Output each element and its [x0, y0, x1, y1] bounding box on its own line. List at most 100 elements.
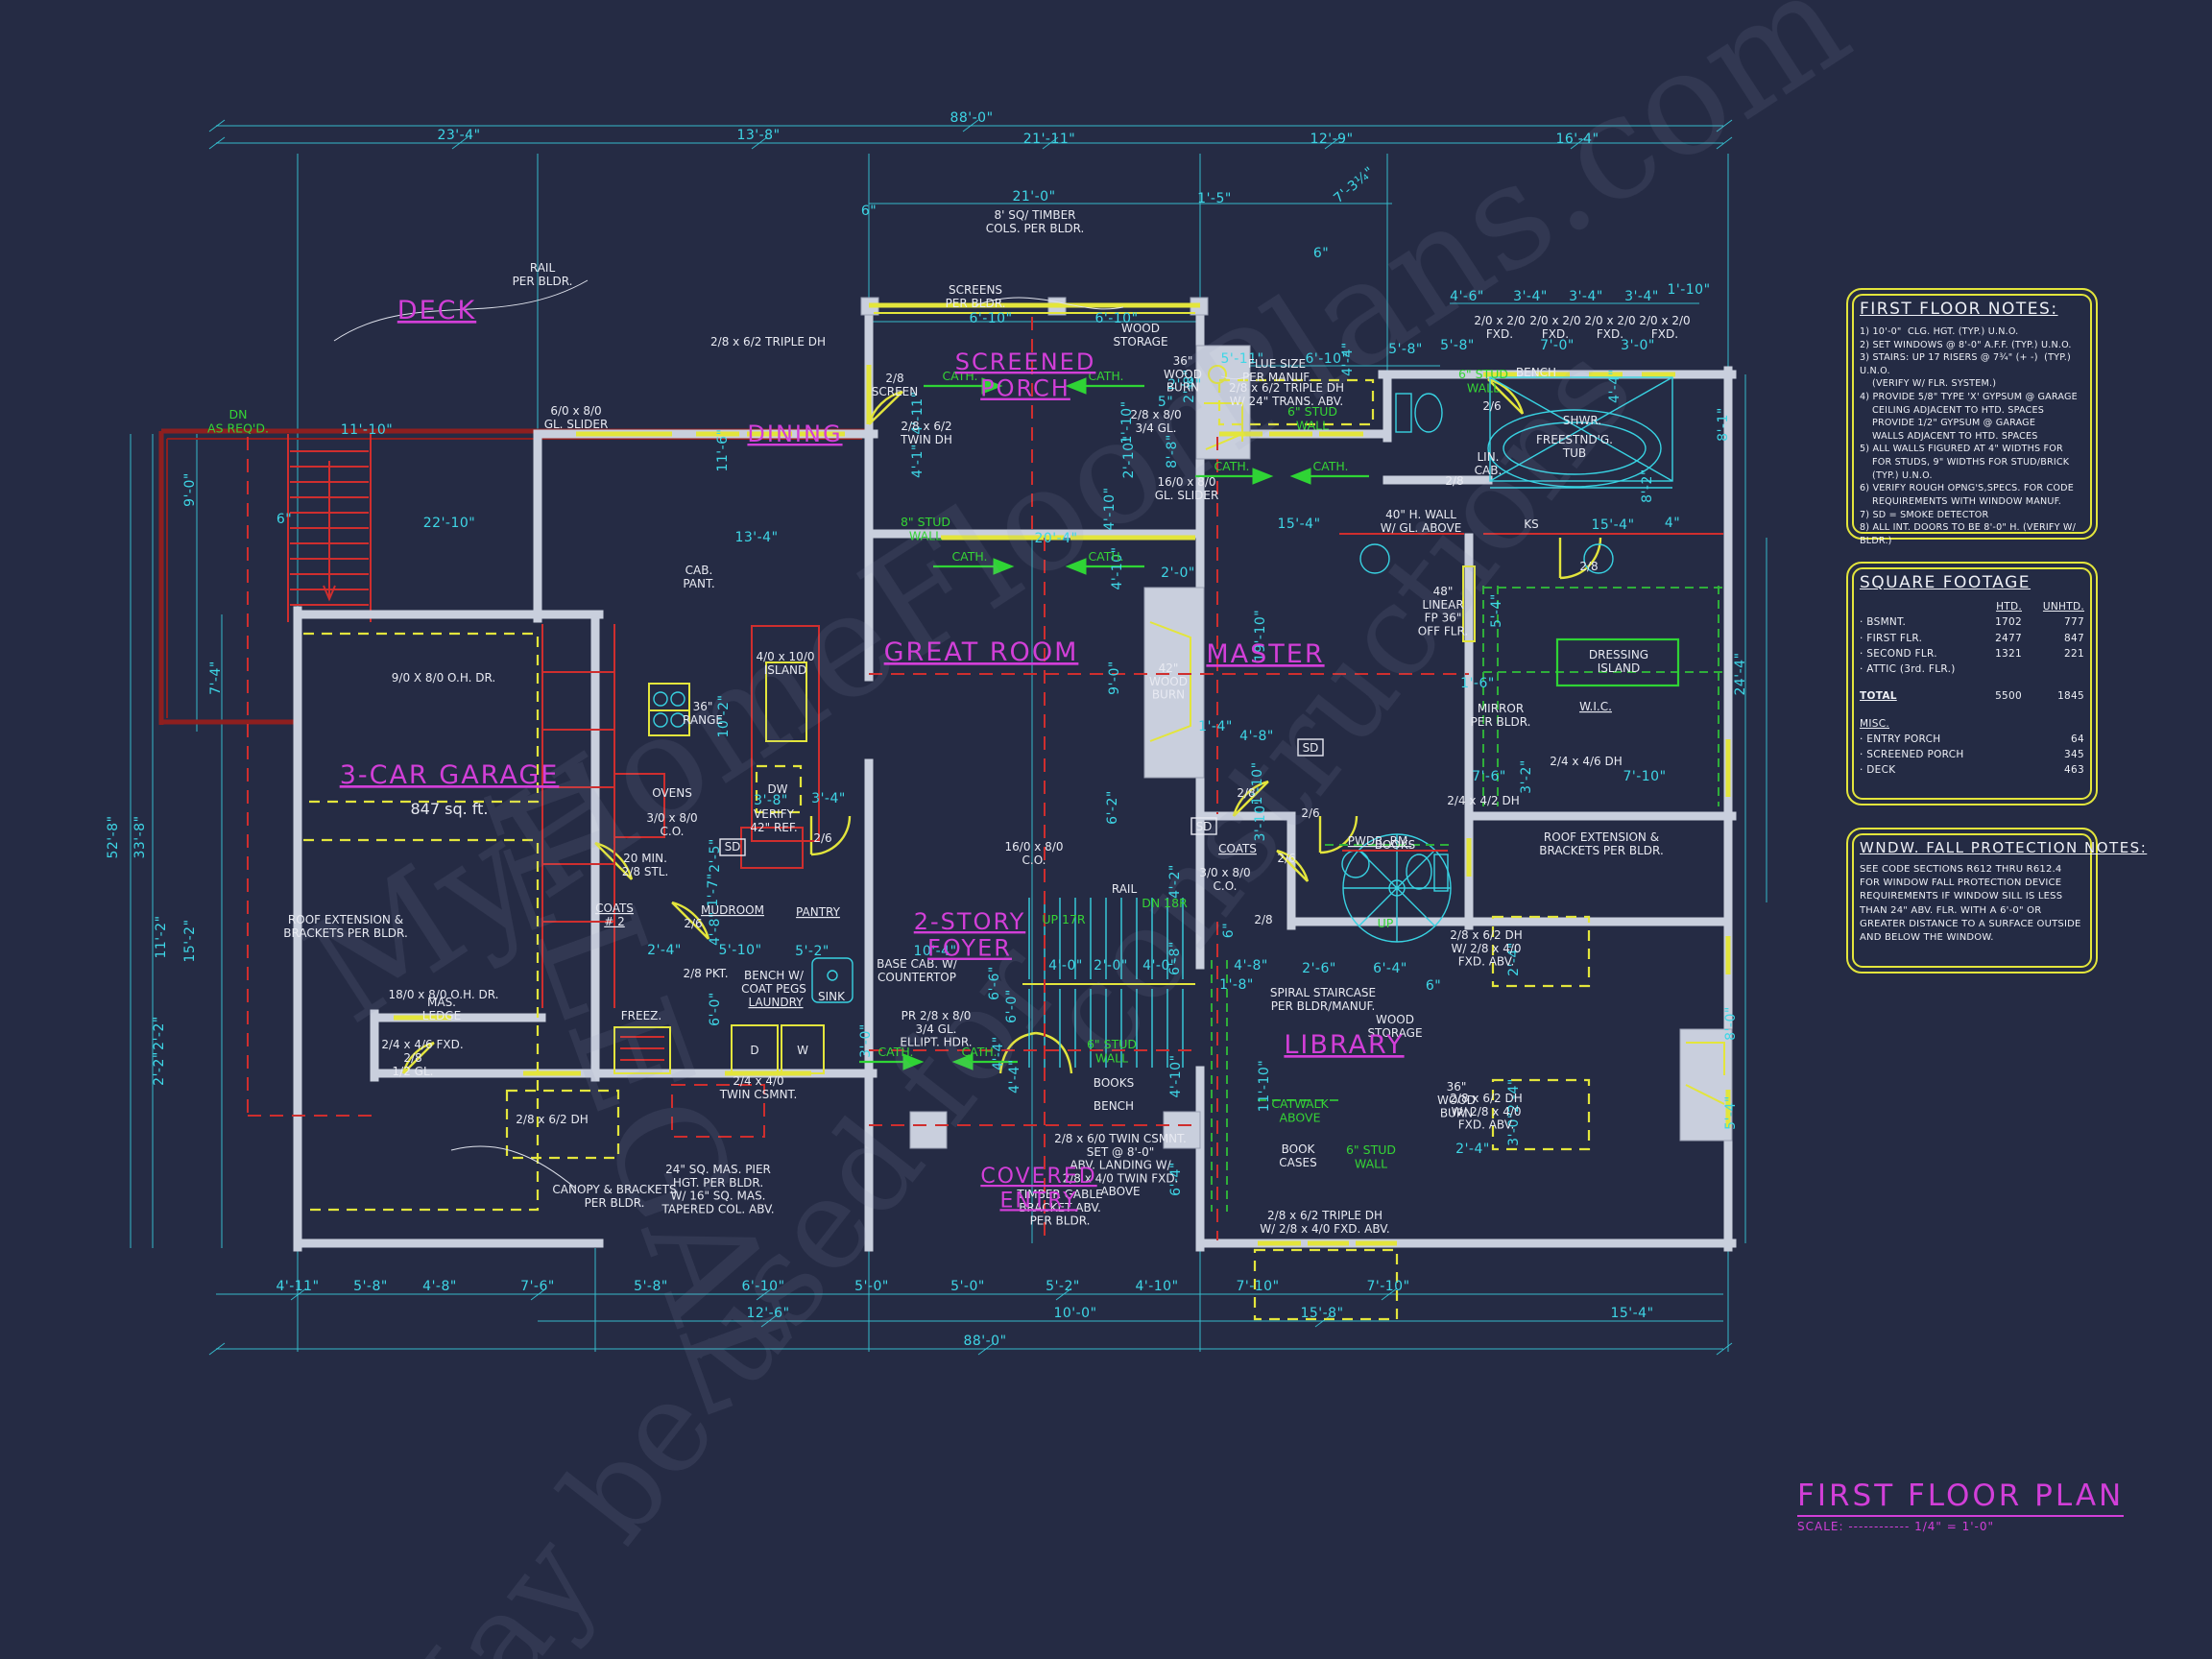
annotation-label: 2/8 x 6/2 TRIPLE DH — [710, 335, 826, 349]
window-fall-protection-body: SEE CODE SECTIONS R612 THRU R612.4 FOR W… — [1860, 864, 2084, 943]
dimension-label: 4'-8" — [1239, 729, 1274, 744]
annotation-label: PANTRY — [796, 905, 841, 919]
dimension-label: 3'-4" — [1624, 289, 1659, 304]
dimension-lines — [130, 119, 1767, 1356]
dimension-label: 22'-10" — [423, 516, 475, 531]
note-line: 4) PROVIDE 5/8" TYPE 'X' GYPSUM @ GARAGE — [1860, 392, 2078, 403]
dimension-label: 8'-1" — [1716, 407, 1731, 442]
green-note-label: CATH. — [1088, 549, 1123, 564]
dimension-label: 7'-10" — [1236, 1279, 1279, 1294]
dimension-label: 5'-10" — [718, 943, 761, 958]
annotation-label: BOOKS — [1094, 1076, 1134, 1090]
dimension-label: 8'-8" — [1165, 434, 1180, 469]
sqft-row: HTD.UNHTD. — [1860, 599, 2084, 614]
dimension-label: 4'-4" — [1607, 369, 1623, 403]
annotation-label: D — [750, 1044, 758, 1057]
note-line: 2) SET WINDOWS @ 8'-0" A.F.F. (TYP.) U.N… — [1860, 339, 2072, 350]
sqft-cell — [2022, 705, 2084, 716]
dimension-label: 6'-0" — [1004, 989, 1020, 1023]
annotation-label: COATS# 2 — [595, 902, 634, 928]
dimension-label: 4'-8" — [422, 1279, 457, 1294]
dimension-label: 6'-4" — [1373, 961, 1407, 976]
sqft-row: ATTIC (3rd. FLR.) — [1860, 661, 2084, 677]
note-line: 3) STAIRS: UP 17 RISERS @ 7¾" (+ -) (TYP… — [1860, 352, 2075, 376]
window-fall-protection-title: WNDW. FALL PROTECTION NOTES: — [1860, 839, 2148, 856]
dimension-label: 16'-4" — [1555, 132, 1599, 147]
dimension-label: 4'-8" — [708, 911, 723, 946]
dimension-label: 11'-6" — [715, 428, 731, 471]
note-line: PROVIDE 1/2" GYPSUM @ GARAGE — [1860, 418, 2036, 429]
sqft-cell: 5500 — [1995, 690, 2022, 703]
dimension-label: 7'-6" — [1472, 769, 1506, 784]
sqft-cell: 221 — [2064, 647, 2084, 660]
sheet-scale: SCALE: ------------ 1/4" = 1'-0" — [1797, 1520, 1995, 1533]
green-note-label: CATH. — [1312, 459, 1348, 473]
annotation-label: 20 MIN.2/8 STL. — [622, 852, 669, 878]
note-line: 8) ALL INT. DOORS TO BE 8'-0" H. (VERIFY… — [1860, 522, 2080, 546]
ceiling-break-lines — [247, 317, 1469, 1240]
dimension-label: 4'-4" — [1007, 1059, 1022, 1094]
dimension-label: 6'-4" — [1168, 1162, 1184, 1196]
dimension-label: 4'-2" — [1167, 864, 1183, 899]
dimension-label: 7'-6" — [520, 1279, 555, 1294]
note-line: 7) SD = SMOKE DETECTOR — [1860, 509, 1989, 520]
sqft-row — [1860, 677, 2084, 688]
sqft-cell: BSMNT. — [1860, 614, 1966, 630]
annotation-label: 2/8 x 6/0 TWIN CSMNT.SET @ 8'-0"ABV. LAN… — [1054, 1132, 1187, 1198]
dimension-label: 1'-6" — [1460, 676, 1495, 691]
dimension-label: 5'-2" — [1046, 1279, 1080, 1294]
green-note-label: UP — [1378, 916, 1394, 930]
room-label: 3-CAR GARAGE — [340, 760, 560, 790]
dimension-label: 3'-0" — [858, 1023, 874, 1058]
room-label: GREAT ROOM — [884, 637, 1079, 667]
dimension-label: 3'-2" — [1519, 759, 1534, 794]
sqft-cell: FIRST FLR. — [1860, 631, 1966, 646]
dimension-label: 5'-8" — [1440, 338, 1475, 353]
dimension-label: 5'-2" — [795, 944, 830, 959]
annotation-label: 18/0 x 8/0 O.H. DR. — [389, 988, 499, 1001]
annotation-label: PWDR. RM. — [1348, 834, 1411, 848]
sqft-cell — [2022, 716, 2084, 732]
first-floor-notes-title: FIRST FLOOR NOTES: — [1860, 300, 2058, 319]
window-fall-protection-panel: WNDW. FALL PROTECTION NOTES: SEE CODE SE… — [1846, 828, 2148, 974]
note-line: 1) 10'-0" CLG. HGT. (TYP.) U.N.O. — [1860, 326, 2019, 337]
dimension-label: 2'-4" — [647, 943, 682, 958]
dimension-label: 6'-0" — [708, 992, 723, 1026]
dimension-label: 1'-10" — [1667, 282, 1710, 298]
sqft-cell: 64 — [2071, 733, 2084, 745]
annotation-label: 2/8 — [1254, 913, 1272, 926]
annotation-label: 2/6 — [684, 917, 702, 930]
sqft-cell: MISC. — [1860, 717, 1889, 730]
dimension-layer: 88'-0"23'-4"13'-8"21'-11"12'-9"16'-4"21'… — [106, 110, 1748, 1349]
green-note-label: UP 17R — [1042, 912, 1086, 926]
annotation-label: KS — [1524, 517, 1539, 531]
dimension-label: 6" — [861, 204, 877, 219]
dimension-label: 24'-4" — [1733, 652, 1748, 695]
sqft-cell — [1860, 677, 1966, 688]
deck-edge — [158, 428, 869, 725]
annotation-label: 2/6 — [1482, 399, 1501, 413]
dimension-label: 7'-4" — [208, 661, 224, 695]
room-label: MASTER — [1206, 639, 1324, 669]
sqft-cell — [1860, 705, 1966, 716]
sqft-cell: DECK — [1860, 762, 1966, 778]
dimension-label: 5'-8" — [1388, 342, 1423, 357]
